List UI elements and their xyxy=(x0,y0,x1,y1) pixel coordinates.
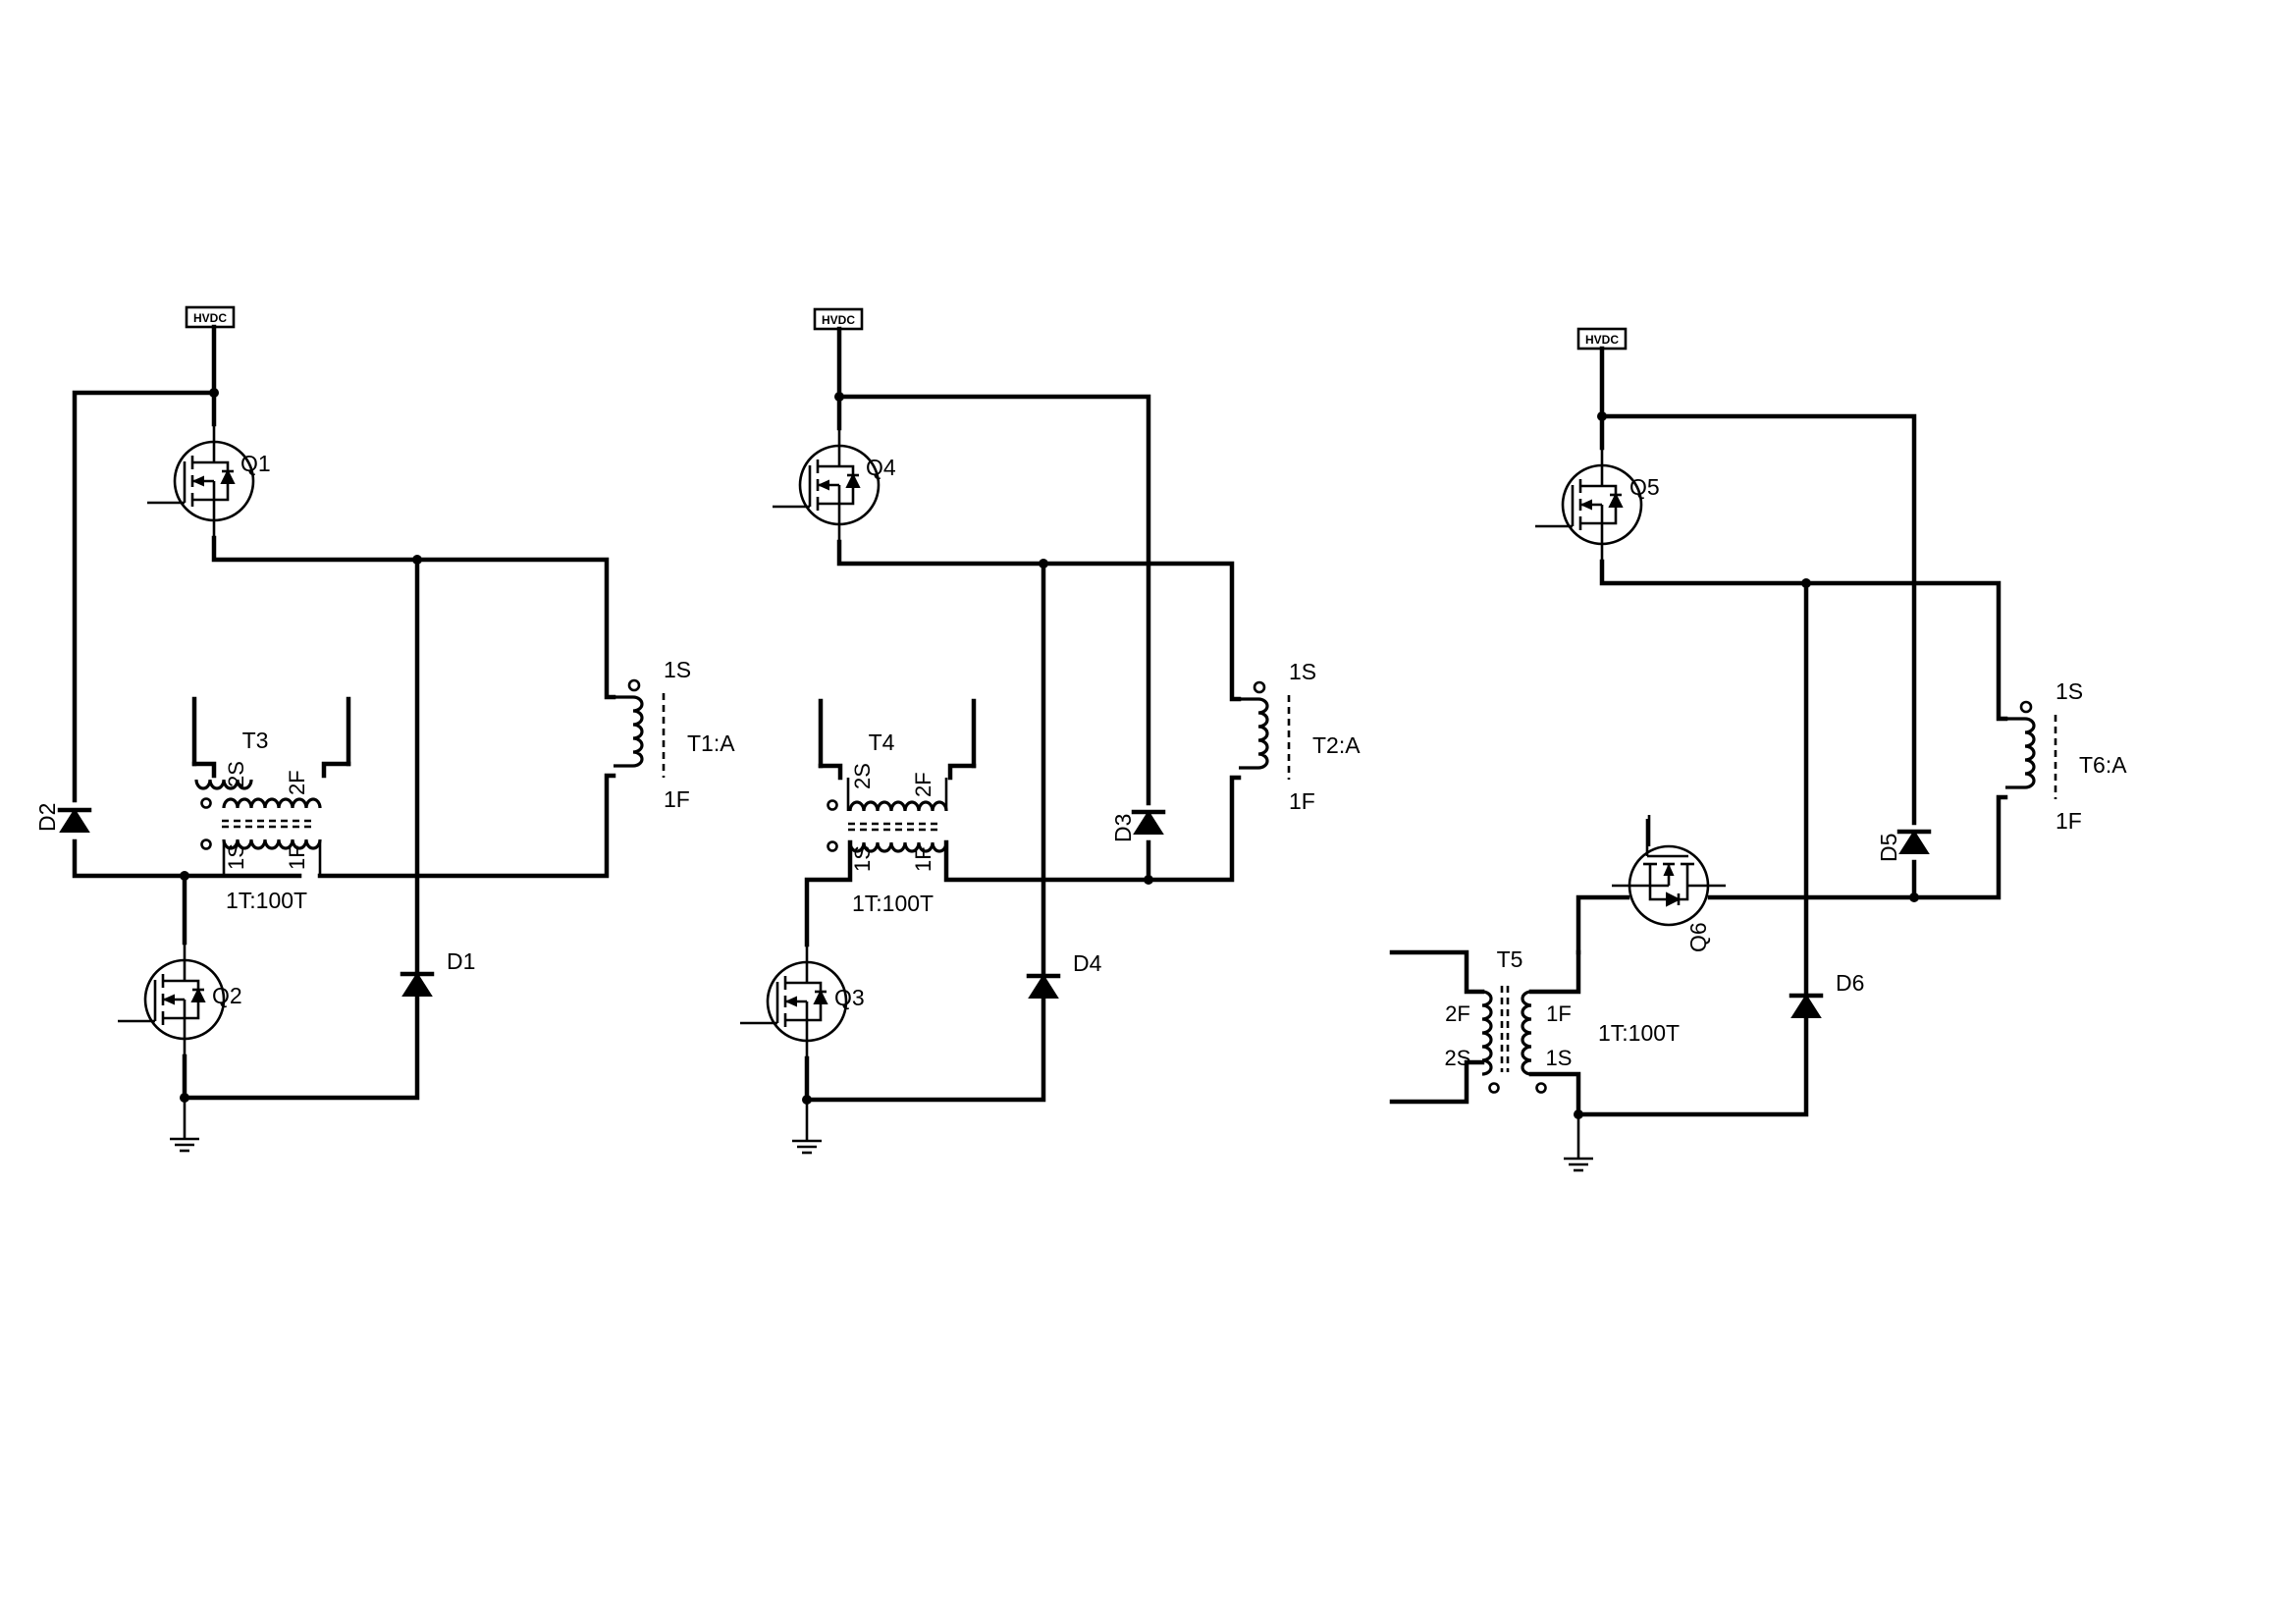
mosfet-q4 xyxy=(771,426,881,544)
mosfet-q5 xyxy=(1533,446,1643,564)
ground-2 xyxy=(790,1139,824,1155)
mosfet-q3 xyxy=(738,943,848,1060)
xfmr-t5: 2F 2S 1F 1S xyxy=(1389,949,1581,1117)
svg-text:1S: 1S xyxy=(2056,678,2083,704)
label-t5-ratio: 1T:100T xyxy=(1598,1020,1680,1046)
mosfet-q6 xyxy=(1610,817,1728,927)
hvdc-label-2: HVDC xyxy=(822,313,855,327)
svg-text:2S: 2S xyxy=(224,761,248,787)
label-t3-ratio: 1T:100T xyxy=(226,888,307,913)
xfmr-t3: 2S 2F 1S 1F xyxy=(194,761,322,876)
diode-d2 xyxy=(60,810,89,832)
diode-d3 xyxy=(1134,812,1163,834)
hvdc-label-1: HVDC xyxy=(193,311,227,325)
xfmr-t2: 1S 1F T2:A xyxy=(1239,659,1361,814)
svg-text:1S: 1S xyxy=(224,843,248,870)
label-t5: T5 xyxy=(1497,946,1523,972)
svg-text:1S: 1S xyxy=(1546,1046,1573,1070)
label-q6: Q6 xyxy=(1685,922,1711,952)
label-q2: Q2 xyxy=(212,983,242,1008)
label-q1: Q1 xyxy=(240,451,271,476)
svg-text:2F: 2F xyxy=(911,772,935,797)
label-q5: Q5 xyxy=(1629,474,1660,500)
label-d5: D5 xyxy=(1876,834,1901,862)
label-t4-ratio: 1T:100T xyxy=(852,891,934,916)
xfmr-t6: 1S 1F T6:A xyxy=(2005,678,2127,834)
diode-d1 xyxy=(402,974,432,996)
hvdc-label-3: HVDC xyxy=(1585,333,1619,347)
mosfet-q2 xyxy=(116,941,226,1058)
circuit-2: HVDC Q4 D3 T4 2S 2F 1S 1F xyxy=(738,307,1361,1155)
diode-d6 xyxy=(1791,996,1821,1017)
circuit-1: HVDC Q1 D2 T3 2S 2F 1S xyxy=(34,305,735,1153)
svg-text:2S: 2S xyxy=(1445,1046,1471,1070)
mosfet-q1 xyxy=(145,422,255,540)
wire-hvdc-d2 xyxy=(72,324,217,803)
svg-text:1S: 1S xyxy=(1289,659,1316,684)
label-d2: D2 xyxy=(34,803,60,832)
svg-text:2S: 2S xyxy=(850,763,875,789)
xfmr-t4: 2S 2F 1S 1F xyxy=(827,763,948,872)
diode-d4 xyxy=(1029,976,1058,998)
circuit-3: HVDC Q5 D5 1S 1F T6:A Q6 T5 xyxy=(1389,327,2127,1172)
label-t3: T3 xyxy=(242,728,269,753)
diode-d5 xyxy=(1899,832,1929,853)
ground-1 xyxy=(168,1137,201,1153)
svg-text:1F: 1F xyxy=(911,846,935,872)
svg-text:1F: 1F xyxy=(664,786,690,812)
svg-text:1F: 1F xyxy=(2056,808,2082,834)
svg-text:1F: 1F xyxy=(285,844,309,870)
ground-3 xyxy=(1562,1157,1595,1172)
xfmr-t1: 1S 1F T1:A xyxy=(614,657,735,812)
label-t2: T2:A xyxy=(1312,732,1361,758)
hvdc-port-1 xyxy=(185,305,236,329)
label-d3: D3 xyxy=(1110,814,1136,842)
label-d4: D4 xyxy=(1073,950,1102,976)
label-t6: T6:A xyxy=(2079,752,2127,778)
svg-text:1F: 1F xyxy=(1546,1001,1572,1026)
label-d1: D1 xyxy=(447,948,475,974)
svg-text:1F: 1F xyxy=(1289,788,1315,814)
svg-text:2F: 2F xyxy=(285,770,309,795)
label-q4: Q4 xyxy=(866,455,896,480)
label-d6: D6 xyxy=(1836,970,1864,996)
label-q3: Q3 xyxy=(834,985,865,1010)
label-t1: T1:A xyxy=(687,730,735,756)
label-t4: T4 xyxy=(869,730,895,755)
svg-text:1S: 1S xyxy=(664,657,691,682)
svg-text:2F: 2F xyxy=(1445,1001,1470,1026)
svg-text:1S: 1S xyxy=(850,845,875,872)
